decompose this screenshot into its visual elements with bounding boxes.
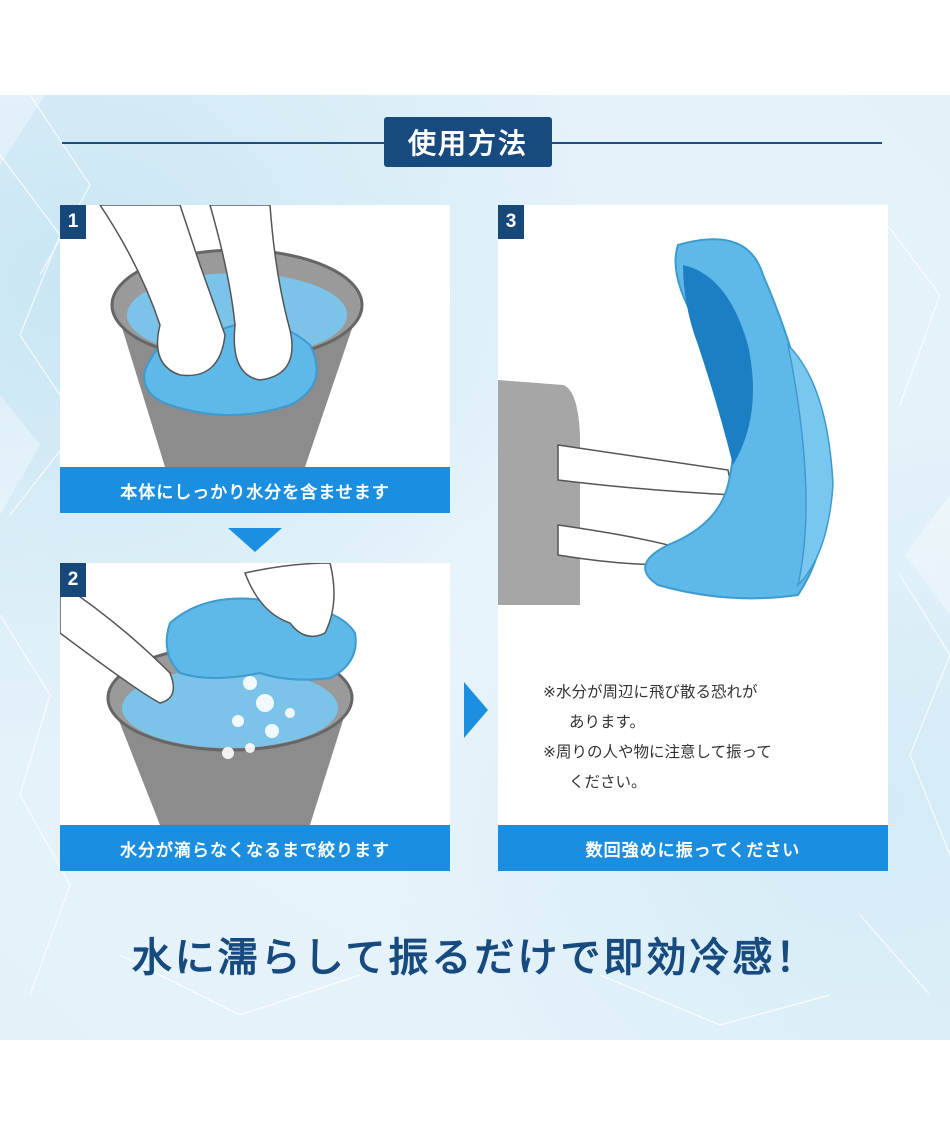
- instructions-banner: 使用方法 1 本体にしっかり水分を含ませます: [0, 95, 950, 1040]
- right-arrow-icon: [464, 682, 488, 738]
- section-title: 使用方法: [384, 117, 552, 167]
- caution-notes: ※水分が周辺に飛び散る恐れが あります。 ※周りの人や物に注意して振って くださ…: [543, 677, 843, 797]
- step-3-number: 3: [498, 205, 524, 239]
- step-1-panel: 1 本体にしっかり水分を含ませます: [60, 205, 450, 513]
- step-2-caption: 水分が滴らなくなるまで絞ります: [60, 825, 450, 871]
- down-arrow-icon: [228, 528, 282, 552]
- step-2-illustration: [60, 563, 357, 825]
- step-1-number: 1: [60, 205, 86, 239]
- caution-note-line-1: ※水分が周辺に飛び散る恐れが: [543, 683, 758, 701]
- step-1-caption: 本体にしっかり水分を含ませます: [60, 467, 450, 513]
- ice-background-texture: [0, 95, 950, 1026]
- step-3-panel: 3 数回強めに振ってください: [498, 205, 888, 871]
- step-3-illustration: [498, 238, 834, 605]
- title-rule-right: [552, 142, 882, 144]
- step-1-illustration: [99, 205, 364, 467]
- caution-note-line-4: ください。: [569, 773, 647, 791]
- step-2-number: 2: [60, 563, 86, 597]
- step-2-panel: 2 水分が滴らなくなるまで絞ります: [60, 563, 450, 871]
- headline: 水に濡らして振るだけで即効冷感！: [131, 935, 819, 981]
- step-3-caption: 数回強めに振ってください: [498, 825, 888, 871]
- caution-note-line-2: あります。: [569, 713, 645, 731]
- title-rule-left: [62, 142, 384, 144]
- caution-note-line-3: ※周りの人や物に注意して振って: [543, 743, 772, 761]
